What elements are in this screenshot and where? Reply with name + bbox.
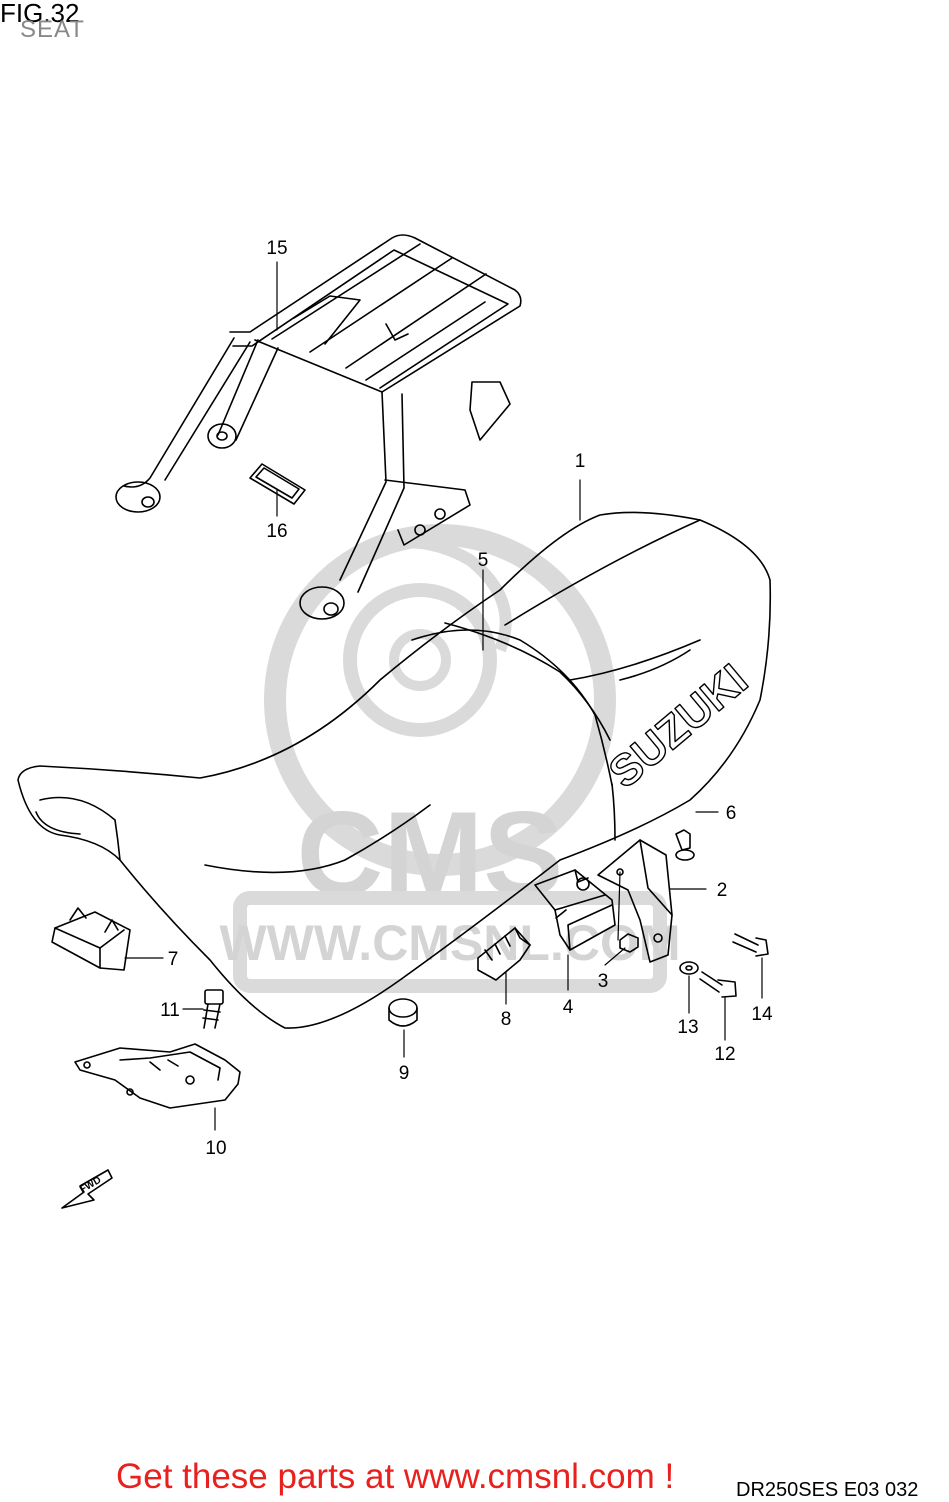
cms-watermark: CMS WWW.CMSNL.COM (219, 524, 681, 993)
seat-cushion (51, 907, 131, 971)
washer (679, 961, 699, 975)
callout-9: 9 (399, 1063, 410, 1084)
callout-4: 4 (563, 997, 574, 1018)
seat (17, 511, 772, 1029)
seat-bracket (597, 839, 673, 963)
fwd-arrow (61, 1169, 113, 1209)
bolt-14 (732, 933, 769, 957)
callout-15: 15 (266, 238, 287, 259)
callout-16: 16 (266, 521, 287, 542)
callout-1: 1 (575, 451, 586, 472)
callout-labels: 1 2 3 4 5 6 7 8 9 10 11 12 13 14 15 16 (160, 238, 773, 1159)
callout-14: 14 (751, 1004, 773, 1025)
bolt-6 (675, 829, 695, 861)
figure-subtitle: SEAT (20, 16, 85, 43)
bolt-12 (699, 971, 737, 998)
callout-5: 5 (478, 550, 489, 571)
callout-10: 10 (205, 1138, 226, 1159)
callout-3: 3 (598, 971, 609, 992)
callout-6: 6 (726, 803, 737, 824)
seat-plate (74, 1043, 241, 1109)
leader-lines (124, 261, 763, 1131)
callout-2: 2 (717, 880, 728, 901)
callout-7: 7 (168, 949, 179, 970)
callout-12: 12 (714, 1044, 735, 1065)
callout-13: 13 (677, 1017, 698, 1038)
callout-11: 11 (160, 1000, 180, 1021)
bolt-11 (202, 989, 224, 1029)
grommet (388, 998, 418, 1027)
nut-3 (619, 933, 639, 953)
get-parts-link[interactable]: Get these parts at www.cmsnl.com ! (116, 1457, 675, 1496)
seat-logo: SUZUKI (600, 655, 757, 798)
cushion-8 (477, 927, 531, 981)
figure-title: FIG.32 (0, 0, 80, 28)
seat-lock-hook (534, 869, 616, 951)
callout-8: 8 (501, 1009, 512, 1030)
label-plate (249, 463, 306, 505)
diagram-code: DR250SES E03 032 (736, 1479, 919, 1501)
carrier (115, 234, 522, 620)
